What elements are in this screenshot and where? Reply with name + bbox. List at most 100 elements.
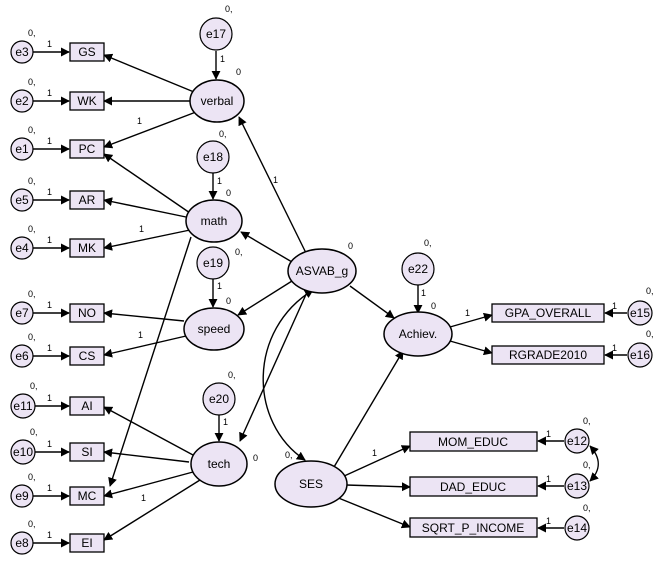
node-asvab-g[interactable]: ASVAB_g <box>287 248 357 294</box>
node-sqrt-p-income[interactable]: SQRT_P_INCOME <box>409 517 538 538</box>
node-cs[interactable]: CS <box>69 346 105 366</box>
error-e11[interactable]: e11 <box>10 393 36 419</box>
node-verbal[interactable]: verbal <box>189 79 245 123</box>
var-label: 0, <box>583 416 591 426</box>
node-speed[interactable]: speed <box>183 307 245 351</box>
node-mk-box <box>69 238 105 258</box>
node-cs-box <box>69 346 105 366</box>
node-mk[interactable]: MK <box>69 238 105 258</box>
node-dad-box <box>409 476 538 497</box>
error-e17[interactable]: e17 <box>199 17 233 51</box>
error-e18-circle <box>196 140 230 174</box>
error-e20[interactable]: e20 <box>202 382 236 416</box>
edge-speed-no <box>103 309 185 322</box>
node-mom-educ[interactable]: MOM_EDUC <box>409 431 538 452</box>
path-weight-label: 1 <box>465 308 470 318</box>
node-income-box <box>409 517 538 538</box>
error-e1[interactable]: e1 <box>10 137 34 161</box>
edge-math-ar <box>103 197 187 218</box>
path-weight-label: 1 <box>546 516 551 526</box>
var-label: 0, <box>424 238 432 248</box>
error-e10[interactable]: e10 <box>10 439 36 465</box>
error-e7[interactable]: e7 <box>10 301 34 325</box>
var-label: 0, <box>219 129 227 139</box>
node-ses-label: SES <box>299 477 323 491</box>
error-e12-circle <box>564 428 590 454</box>
node-pc[interactable]: PC <box>69 139 105 159</box>
edge-tech-ai <box>103 406 194 456</box>
path-weight-label: 1 <box>47 300 52 310</box>
node-dad-educ[interactable]: DAD_EDUC <box>409 476 538 497</box>
error-e6[interactable]: e6 <box>10 344 34 368</box>
node-wk-label: WK <box>77 94 96 108</box>
node-ar[interactable]: AR <box>69 190 105 210</box>
node-tech-ellipse <box>190 441 248 487</box>
path-weight-label: 1 <box>546 429 551 439</box>
node-mc[interactable]: MC <box>69 486 105 506</box>
error-e22-label: e22 <box>408 262 428 276</box>
intercept-label: 0 <box>226 296 231 306</box>
node-dad-label: DAD_EDUC <box>440 480 506 494</box>
node-wk[interactable]: WK <box>69 91 105 111</box>
node-tech[interactable]: tech <box>190 441 248 487</box>
node-achiev[interactable]: Achiev. <box>383 311 453 357</box>
node-asvab-g-ellipse <box>287 248 357 294</box>
error-e12[interactable]: e12 <box>564 428 590 454</box>
node-ei[interactable]: EI <box>69 533 105 553</box>
error-e22-circle <box>401 252 435 286</box>
error-e15-circle <box>627 300 653 326</box>
path-weight-label: 1 <box>372 448 377 458</box>
var-label: 0, <box>28 176 36 186</box>
error-e18[interactable]: e18 <box>196 140 230 174</box>
node-no-label: NO <box>78 306 96 320</box>
error-e8[interactable]: e8 <box>10 531 34 555</box>
error-e13[interactable]: e13 <box>564 473 590 499</box>
node-rgrade2010[interactable]: RGRADE2010 <box>491 345 605 365</box>
error-e8-circle <box>10 531 34 555</box>
node-asvab-g-label: ASVAB_g <box>296 264 348 278</box>
error-e16[interactable]: e16 <box>627 342 653 368</box>
var-label: 0, <box>28 332 36 342</box>
node-gpa-box <box>491 303 605 323</box>
error-e4[interactable]: e4 <box>10 236 34 260</box>
intercept-label: 0 <box>348 241 353 251</box>
error-e19[interactable]: e19 <box>196 246 230 280</box>
node-gpa-overall[interactable]: GPA_OVERALL <box>491 303 605 323</box>
var-label: 0, <box>228 370 236 380</box>
node-ses[interactable]: SES <box>274 460 348 508</box>
path-annotations: 0, 0, 0, 0, 0, 0, 0, 0, 0, 0, 0, 0, 0, 0… <box>28 4 654 540</box>
var-label: 0, <box>225 4 233 14</box>
node-si[interactable]: SI <box>69 442 105 462</box>
node-ai[interactable]: AI <box>69 396 105 416</box>
edge-ses-achiev <box>333 350 404 468</box>
edge-tech-ei <box>103 479 201 541</box>
error-e9[interactable]: e9 <box>10 484 34 508</box>
node-mom-box <box>409 431 538 452</box>
error-e5[interactable]: e5 <box>10 188 34 212</box>
node-math[interactable]: math <box>185 199 243 243</box>
error-e3[interactable]: e3 <box>10 40 34 64</box>
error-e4-label: e4 <box>15 241 29 255</box>
node-ar-box <box>69 190 105 210</box>
edge-g-math <box>240 231 293 263</box>
path-weight-label: 1 <box>47 393 52 403</box>
node-gs[interactable]: GS <box>69 42 105 62</box>
edge-achiev-rgrade <box>449 340 493 356</box>
error-e22[interactable]: e22 <box>401 252 435 286</box>
error-e2[interactable]: e2 <box>10 89 34 113</box>
path-weight-label: 1 <box>273 175 278 185</box>
path-weight-label: 1 <box>47 235 52 245</box>
path-weight-label: 1 <box>47 483 52 493</box>
error-e15[interactable]: e15 <box>627 300 653 326</box>
var-label: 0, <box>235 247 243 257</box>
error-e14[interactable]: e14 <box>564 515 590 541</box>
path-weight-label: 1 <box>47 439 52 449</box>
error-e14-circle <box>564 515 590 541</box>
edge-ses-dad <box>345 482 411 492</box>
node-no[interactable]: NO <box>69 303 105 323</box>
error-e1-circle <box>10 137 34 161</box>
node-ei-box <box>69 533 105 553</box>
node-gs-box <box>69 42 105 62</box>
node-ei-label: EI <box>81 536 92 550</box>
